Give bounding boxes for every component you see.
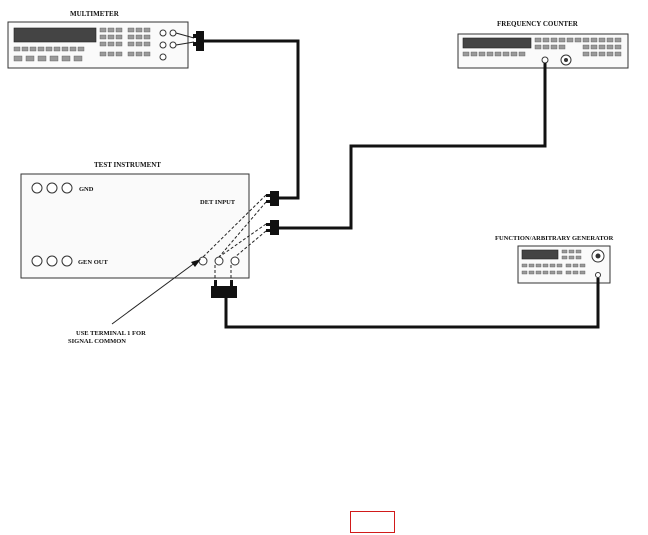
gen-out-label: GEN OUT (78, 259, 108, 266)
test-instrument: GND GEN OUT DET INPUT TEST INSTRUMENT (20, 161, 250, 279)
terminal-arrow (111, 259, 201, 325)
function-arbitrary-generator: FUNCTION/ARBITRARY GENERATOR (495, 235, 614, 284)
note-line-1: USE TERMINAL 1 FOR (76, 330, 146, 337)
det-input-label: DET INPUT (200, 199, 236, 206)
gnd-label: GND (79, 186, 94, 193)
det-input-connectors (266, 191, 279, 235)
note-line-2: SIGNAL COMMON (68, 338, 126, 345)
multimeter-label: MULTIMETER (70, 10, 120, 18)
gen-out-adapter (211, 280, 237, 298)
function-generator-label: FUNCTION/ARBITRARY GENERATOR (495, 235, 614, 242)
frequency-counter: FREQUENCY COUNTER (457, 20, 629, 69)
frequency-counter-label: FREQUENCY COUNTER (497, 20, 579, 28)
cables (204, 39, 600, 329)
multimeter: MULTIMETER (7, 10, 204, 69)
internal-dashed-leads (202, 194, 267, 282)
page-number-box (350, 511, 395, 533)
test-instrument-label: TEST INSTRUMENT (94, 161, 161, 169)
